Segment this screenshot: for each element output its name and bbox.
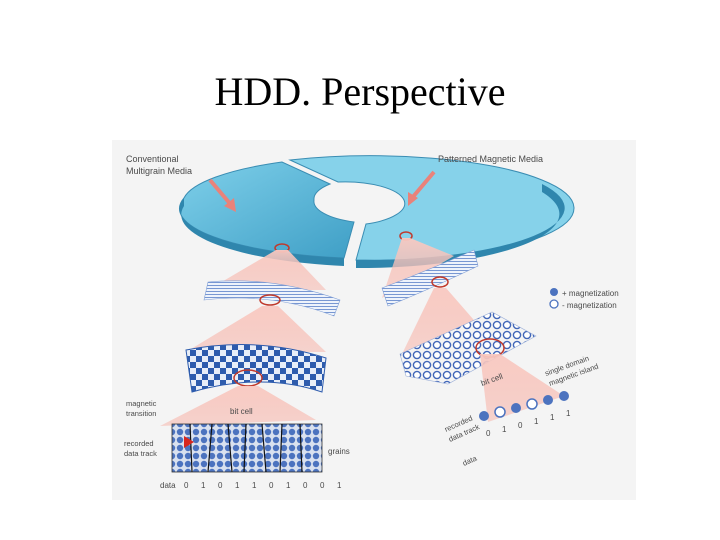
island-6	[559, 391, 569, 401]
recorded-data-track-left	[172, 424, 322, 472]
conventional-label-line2: Multigrain Media	[126, 166, 192, 176]
bit-value-right: 1	[566, 409, 571, 418]
bit-value-right: 0	[518, 421, 523, 430]
minus-magnetization-marker	[550, 300, 558, 308]
bits-left: 0 1 0 1 1 0 1 0 0 1	[184, 481, 342, 490]
hdd-perspective-figure: + magnetization - magnetization Conventi…	[112, 140, 636, 500]
recorded-track-left-line1: recorded	[124, 439, 154, 448]
bit-cell-label-left: bit cell	[230, 407, 253, 416]
magnetic-transition-label-line2: transition	[126, 409, 156, 418]
data-label-left: data	[160, 481, 176, 490]
bit-value-left: 1	[235, 481, 240, 490]
bit-value-left: 0	[218, 481, 223, 490]
bit-value-left: 1	[201, 481, 206, 490]
magnetic-transition-label-line1: magnetic	[126, 399, 157, 408]
bit-value-right: 1	[502, 425, 507, 434]
bit-value-left: 0	[269, 481, 274, 490]
bit-value-left: 1	[337, 481, 342, 490]
conventional-label-line1: Conventional	[126, 154, 179, 164]
bit-value-right: 1	[534, 417, 539, 426]
grains-label: grains	[328, 447, 350, 456]
plus-magnetization-marker	[550, 288, 558, 296]
bit-value-left: 1	[286, 481, 291, 490]
island-2	[495, 407, 505, 417]
hdd-diagram: + magnetization - magnetization Conventi…	[112, 140, 636, 500]
plus-magnetization-label: + magnetization	[562, 289, 619, 298]
island-3	[511, 403, 521, 413]
bit-value-left: 1	[252, 481, 257, 490]
island-4	[527, 399, 537, 409]
recorded-track-left-line2: data track	[124, 449, 157, 458]
bit-value-right: 1	[550, 413, 555, 422]
data-label-right: data	[461, 453, 479, 467]
zoom-cone-left-3	[160, 386, 316, 426]
bit-value-left: 0	[320, 481, 325, 490]
bit-value-left: 0	[303, 481, 308, 490]
island-1	[479, 411, 489, 421]
slide-title: HDD. Perspective	[0, 68, 720, 115]
island-5	[543, 395, 553, 405]
bit-value-right: 0	[486, 429, 491, 438]
bit-value-left: 0	[184, 481, 189, 490]
zoom-cone-right-3	[480, 354, 564, 422]
minus-magnetization-label: - magnetization	[562, 301, 617, 310]
patterned-label: Patterned Magnetic Media	[438, 154, 543, 164]
